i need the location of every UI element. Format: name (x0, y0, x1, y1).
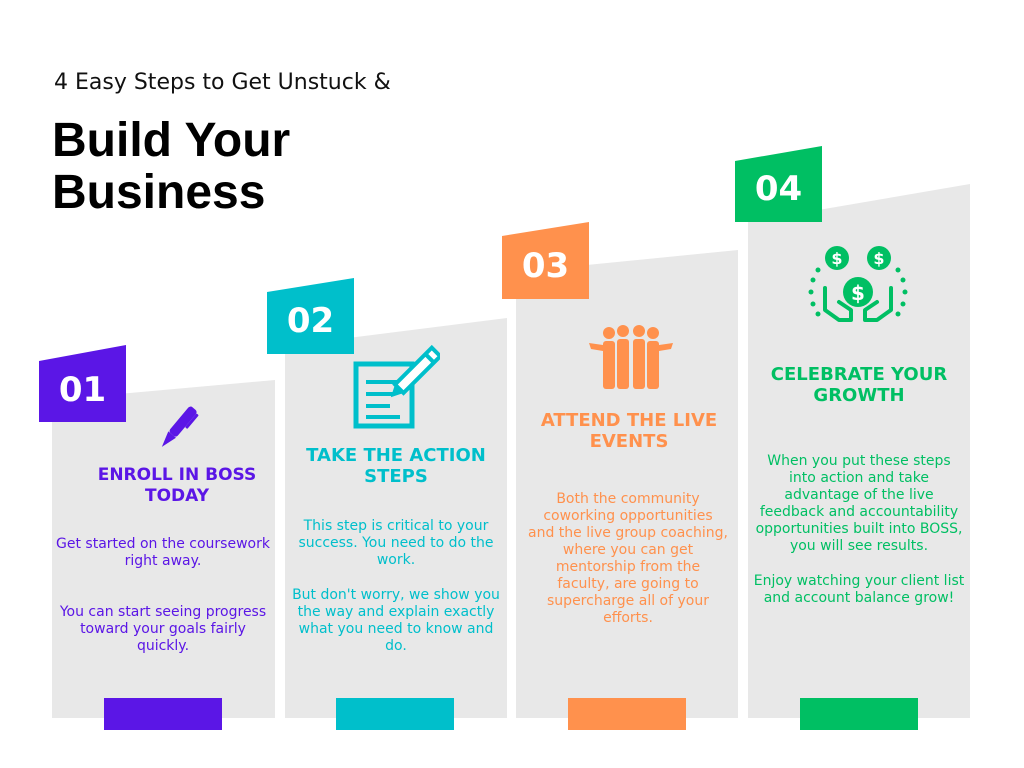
step-3-heading-line-2: EVENTS (589, 431, 669, 452)
step-1-description: Get started on the coursework right away… (56, 536, 270, 655)
step-4-paragraph-1: When you put these steps into action and… (755, 453, 963, 554)
step-1-panel (52, 380, 275, 718)
step-3-footer-bar (568, 698, 686, 730)
step-1-panel-bg (52, 380, 275, 718)
title-line-2: Business (52, 166, 266, 219)
step-3-panel (516, 250, 738, 718)
step-2-paragraph-2: But don't worry, we show you the way and… (292, 587, 500, 654)
step-4-paragraph-2: Enjoy watching your client list and acco… (753, 573, 965, 606)
step-3-description: Both the community coworking opportuniti… (528, 491, 728, 627)
step-4-panel-bg (748, 184, 970, 718)
step-4-heading-line-2: GROWTH (813, 385, 905, 406)
step-2-footer-bar (336, 698, 454, 730)
title-line-1: Build Your (52, 114, 291, 167)
step-4-panel (748, 184, 970, 718)
pen-icon (161, 406, 199, 447)
step-1-paragraph-1: Get started on the coursework right away… (56, 536, 270, 569)
step-1-heading-line-1: ENROLL IN BOSS (97, 465, 257, 485)
subtitle: 4 Easy Steps to Get Unstuck & (54, 70, 391, 95)
step-4-badge: 04 (735, 146, 822, 222)
step-4-description: When you put these steps into action and… (752, 453, 966, 607)
step-3-heading: ATTEND THE LIVE EVENTS (516, 410, 742, 452)
step-3-panel-bg (516, 250, 738, 718)
svg-text:$: $ (831, 249, 842, 268)
money-hands-icon: $ $ $ (808, 246, 908, 322)
step-4-heading-line-1: CELEBRATE YOUR (770, 364, 948, 385)
step-1-footer-bar (104, 698, 222, 730)
svg-text:$: $ (851, 281, 865, 305)
group-people-icon (589, 325, 673, 389)
step-2-heading: TAKE THE ACTION STEPS (285, 445, 507, 487)
step-1-heading-line-2: TODAY (145, 486, 209, 506)
step-1-paragraph-2: You can start seeing progress toward you… (59, 604, 267, 654)
step-2-badge: 02 (267, 278, 354, 354)
step-2-description: This step is critical to your success. Y… (287, 518, 505, 655)
step-4-heading: CELEBRATE YOUR GROWTH (748, 364, 970, 406)
step-2-paragraph-1: This step is critical to your success. Y… (298, 518, 494, 568)
step-1-heading: ENROLL IN BOSS TODAY (52, 465, 302, 507)
step-3-heading-line-1: ATTEND THE LIVE (540, 410, 718, 431)
step-4-footer-bar (800, 698, 918, 730)
step-3-paragraph-1: Both the community coworking opportuniti… (528, 491, 728, 626)
step-1-badge: 01 (39, 345, 126, 422)
step-3-badge: 03 (502, 222, 589, 299)
page-title: Build Your Business (52, 115, 372, 219)
step-2-heading-line-2: STEPS (364, 466, 428, 487)
document-edit-icon (353, 344, 440, 429)
svg-text:$: $ (873, 249, 884, 268)
step-2-heading-line-1: TAKE THE ACTION (306, 445, 486, 466)
